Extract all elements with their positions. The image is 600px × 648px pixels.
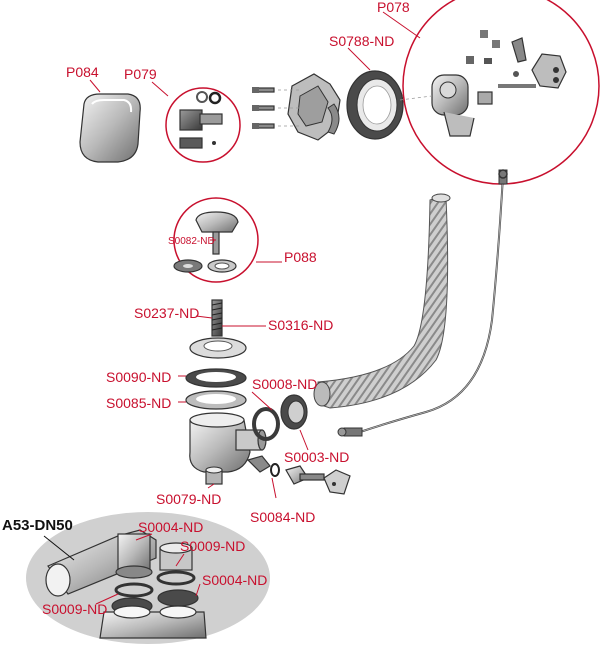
callout-leader-lines — [43, 11, 421, 605]
lever-assembly-part-s0084 — [246, 455, 351, 495]
label-s0009-left: S0009-ND — [42, 601, 107, 617]
overflow-kit-part-p079 — [165, 87, 241, 163]
gasket-part-s0090 — [185, 368, 247, 388]
siphon-part-a53-dn50 — [26, 512, 270, 644]
overflow-plate-part — [287, 73, 341, 141]
label-a53-dn50: A53-DN50 — [2, 517, 73, 534]
label-s0004-top: S0004-ND — [138, 519, 203, 535]
label-s0316: S0316-ND — [268, 317, 333, 333]
label-s0237: S0237-ND — [134, 305, 199, 321]
label-s0004-right: S0004-ND — [202, 572, 267, 588]
drain-flange-part-s0237 — [189, 337, 247, 359]
label-p084: P084 — [66, 64, 99, 80]
label-s0009-right: S0009-ND — [180, 538, 245, 554]
screws-part — [252, 87, 275, 129]
drain-body-part — [189, 412, 267, 473]
cap-part-s0079 — [205, 466, 223, 485]
nut-part-s0003 — [280, 394, 308, 430]
label-s0084: S0084-ND — [250, 509, 315, 525]
bowden-cable-part — [337, 169, 508, 437]
label-p088: P088 — [284, 249, 317, 265]
plug-kit-part-p088 — [173, 197, 259, 283]
label-s0082: S0082-ND — [168, 236, 215, 247]
corrugated-hose-part — [313, 193, 451, 409]
label-s0003: S0003-ND — [284, 449, 349, 465]
gasket-part-s0008 — [252, 407, 280, 441]
label-s0788: S0788-ND — [329, 33, 394, 49]
gasket-ring-part-s0788 — [346, 70, 404, 140]
label-s0090: S0090-ND — [106, 369, 171, 385]
gasket-part-s0085 — [185, 390, 247, 410]
callout-labels: P078 S0788-ND P084 P079 S0082-ND P088 S0… — [2, 0, 410, 617]
label-s0085: S0085-ND — [106, 395, 171, 411]
label-s0079: S0079-ND — [156, 491, 221, 507]
label-s0008: S0008-ND — [252, 376, 317, 392]
label-p078: P078 — [377, 0, 410, 15]
label-p079: P079 — [124, 66, 157, 82]
overflow-cover-part-p084 — [79, 93, 141, 163]
overflow-valve-kit-part-p078 — [402, 0, 600, 185]
drain-screw-part-s0316 — [211, 299, 223, 337]
assembly-axis-lines — [278, 89, 433, 127]
